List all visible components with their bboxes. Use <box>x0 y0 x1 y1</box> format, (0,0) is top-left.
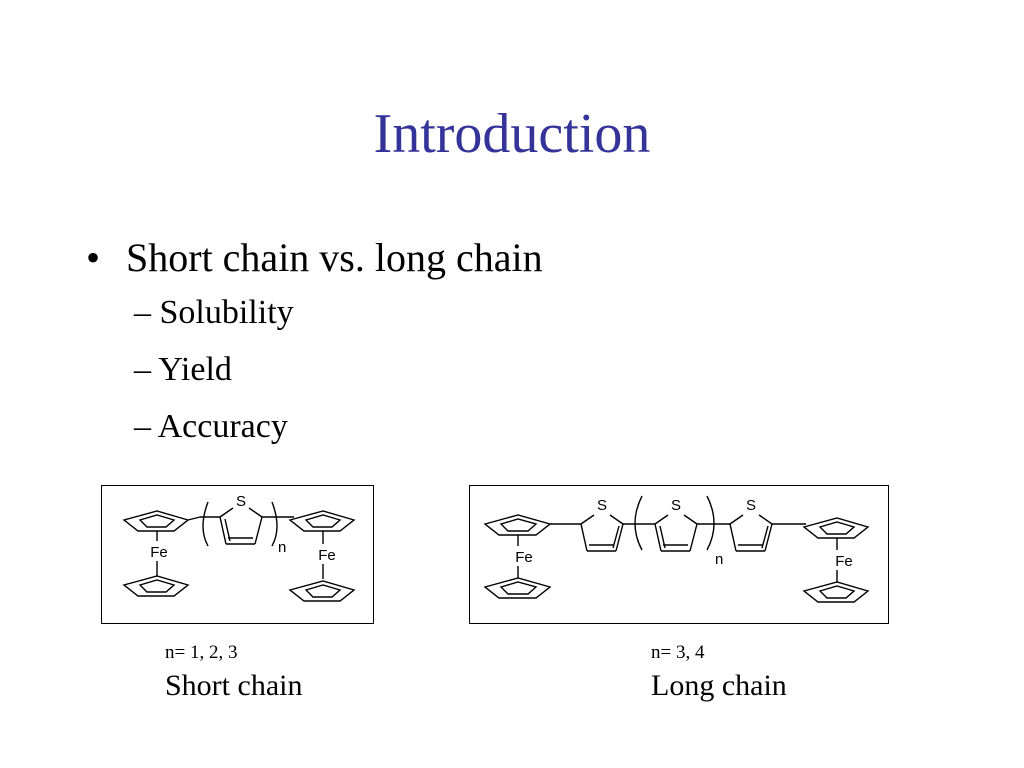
repeat-n-label: n <box>715 551 723 568</box>
sub-bullet-solubility: – Solubility <box>86 284 543 341</box>
ferrocene-left <box>122 510 201 597</box>
thiophene-ring-3 <box>729 514 806 552</box>
long-chain-label: Long chain <box>651 669 787 702</box>
sulfur-atom-label: S <box>597 497 607 514</box>
short-chain-structure: S n Fe Fe <box>101 485 374 624</box>
iron-atom-label-left: Fe <box>150 544 168 561</box>
sub-bullet-accuracy: – Accuracy <box>86 398 543 455</box>
iron-atom-label-left: Fe <box>515 549 533 566</box>
sub-bullet-yield: – Yield <box>86 341 543 398</box>
short-chain-diagram: S n Fe Fe <box>122 493 356 602</box>
sub-marker: – <box>134 351 151 388</box>
sulfur-atom-label: S <box>236 493 246 510</box>
short-chain-label: Short chain <box>165 669 303 702</box>
iron-atom-label-right: Fe <box>318 547 336 564</box>
sub-marker: – <box>134 294 151 331</box>
bullet-list: • Short chain vs. long chain – Solubilit… <box>86 232 543 455</box>
bullet-item: • Short chain vs. long chain <box>86 232 543 284</box>
thiophene-ring-1 <box>580 514 655 552</box>
long-chain-diagram: S S S n Fe Fe <box>483 495 870 603</box>
long-chain-n-values: n= 3, 4 <box>651 642 705 663</box>
iron-atom-label-right: Fe <box>835 553 853 570</box>
sub-bullet-text: Yield <box>158 351 232 388</box>
sulfur-atom-label: S <box>671 497 681 514</box>
repeat-n-label: n <box>278 539 286 556</box>
ferrocene-right <box>802 517 870 603</box>
thiophene-ring-2 <box>634 495 730 552</box>
thiophene-ring <box>200 501 294 547</box>
ferrocene-left <box>483 514 581 599</box>
bullet-text: Short chain vs. long chain <box>126 235 543 280</box>
long-chain-structure: S S S n Fe Fe <box>469 485 889 624</box>
sulfur-atom-label: S <box>746 497 756 514</box>
bullet-marker: • <box>86 235 101 280</box>
sub-bullet-text: Solubility <box>159 294 294 331</box>
sub-marker: – <box>134 408 151 445</box>
ferrocene-right <box>288 510 356 602</box>
sub-bullet-text: Accuracy <box>157 408 288 445</box>
slide-title: Introduction <box>373 103 651 165</box>
short-chain-n-values: n= 1, 2, 3 <box>165 642 238 663</box>
